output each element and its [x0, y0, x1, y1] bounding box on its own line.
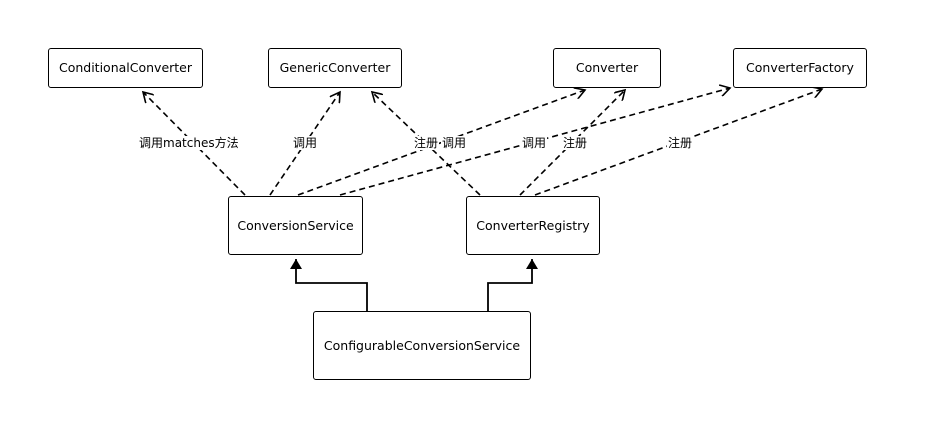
node-converter-factory[interactable]: ConverterFactory — [733, 48, 867, 88]
edge-label-register-generic: 注册 — [413, 136, 440, 150]
node-conditional-converter[interactable]: ConditionalConverter — [48, 48, 203, 88]
node-converter[interactable]: Converter — [553, 48, 661, 88]
edge-label-register-converter-factory: 注册 — [667, 136, 694, 150]
edge-label-call-converter: 调用 — [521, 136, 548, 150]
node-conversion-service[interactable]: ConversionService — [228, 196, 363, 255]
edge-ccs-to-converter-registry — [487, 259, 538, 311]
node-generic-converter[interactable]: GenericConverter — [268, 48, 402, 88]
edge-ccs-to-conversion-service — [290, 259, 368, 311]
node-converter-registry[interactable]: ConverterRegistry — [466, 196, 600, 255]
edge-label-call-matches: 调用matches方法 — [138, 136, 240, 150]
edge-label-call-generic: 调用 — [292, 136, 319, 150]
edge-label-call-converter-factory: 调用 — [441, 136, 468, 150]
edge-label-register-converter: 注册 — [562, 136, 589, 150]
node-configurable-conversion-service[interactable]: ConfigurableConversionService — [313, 311, 531, 380]
